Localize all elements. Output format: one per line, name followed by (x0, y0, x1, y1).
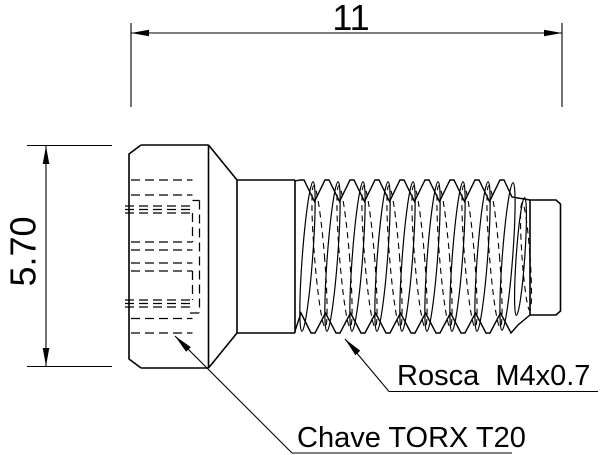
drive-callout: Chave TORX T20 (174, 335, 526, 454)
length-dimension-value: 11 (332, 0, 369, 38)
thread-flank (474, 181, 491, 332)
torx-socket-depth-lines (190, 199, 201, 314)
thread-flank (374, 181, 391, 332)
thread-flank (324, 181, 341, 332)
height-arrow-bottom-icon (42, 348, 50, 366)
thread-flank (499, 182, 516, 331)
drive-label: Chave TORX T20 (297, 422, 526, 454)
thread-label: Rosca M4x0.7 (397, 360, 590, 392)
length-arrow-right-icon (544, 29, 562, 37)
thread-profile-bottom (294, 311, 531, 335)
screw-outline (128, 144, 562, 369)
torx-socket-hidden-lines (125, 179, 201, 334)
thread-leader-line (344, 338, 598, 393)
height-arrow-top-icon (42, 146, 50, 164)
thread-hidden-flank (436, 185, 453, 328)
thread-flank (449, 181, 466, 332)
thread-callout: Rosca M4x0.7 (344, 338, 598, 393)
thread-hidden-flank (486, 185, 503, 328)
length-dimension: 11 (130, 0, 563, 107)
torx-socket-horizontal-lines (125, 179, 193, 334)
thread-flank (349, 181, 366, 332)
thread-hidden-flank (336, 185, 353, 328)
thread-hidden-flank (311, 185, 328, 328)
thread-flank (513, 197, 528, 316)
height-dimension: 5.70 (3, 144, 112, 368)
thread-hidden-flank (461, 185, 478, 328)
thread-hidden-flank (411, 185, 428, 328)
thread-flank (299, 181, 316, 332)
thread-hidden-flank (361, 185, 378, 328)
drive-leader-line (174, 335, 512, 454)
thread-flank (424, 181, 441, 332)
thread-profile-top (294, 179, 531, 204)
drive-leader-arrow-icon (175, 336, 191, 352)
thread-hidden-flank (519, 202, 533, 311)
screw-head-outline (128, 144, 296, 369)
thread-leader-arrow-icon (345, 339, 361, 356)
thread-hidden-lines (311, 185, 533, 328)
thread-flank (399, 181, 416, 332)
screw-tip-outline (529, 199, 562, 316)
length-arrow-left-icon (131, 29, 149, 37)
thread-hidden-flank (386, 185, 403, 328)
height-dimension-value: 5.70 (3, 216, 44, 286)
thread-flank-lines (299, 181, 528, 332)
